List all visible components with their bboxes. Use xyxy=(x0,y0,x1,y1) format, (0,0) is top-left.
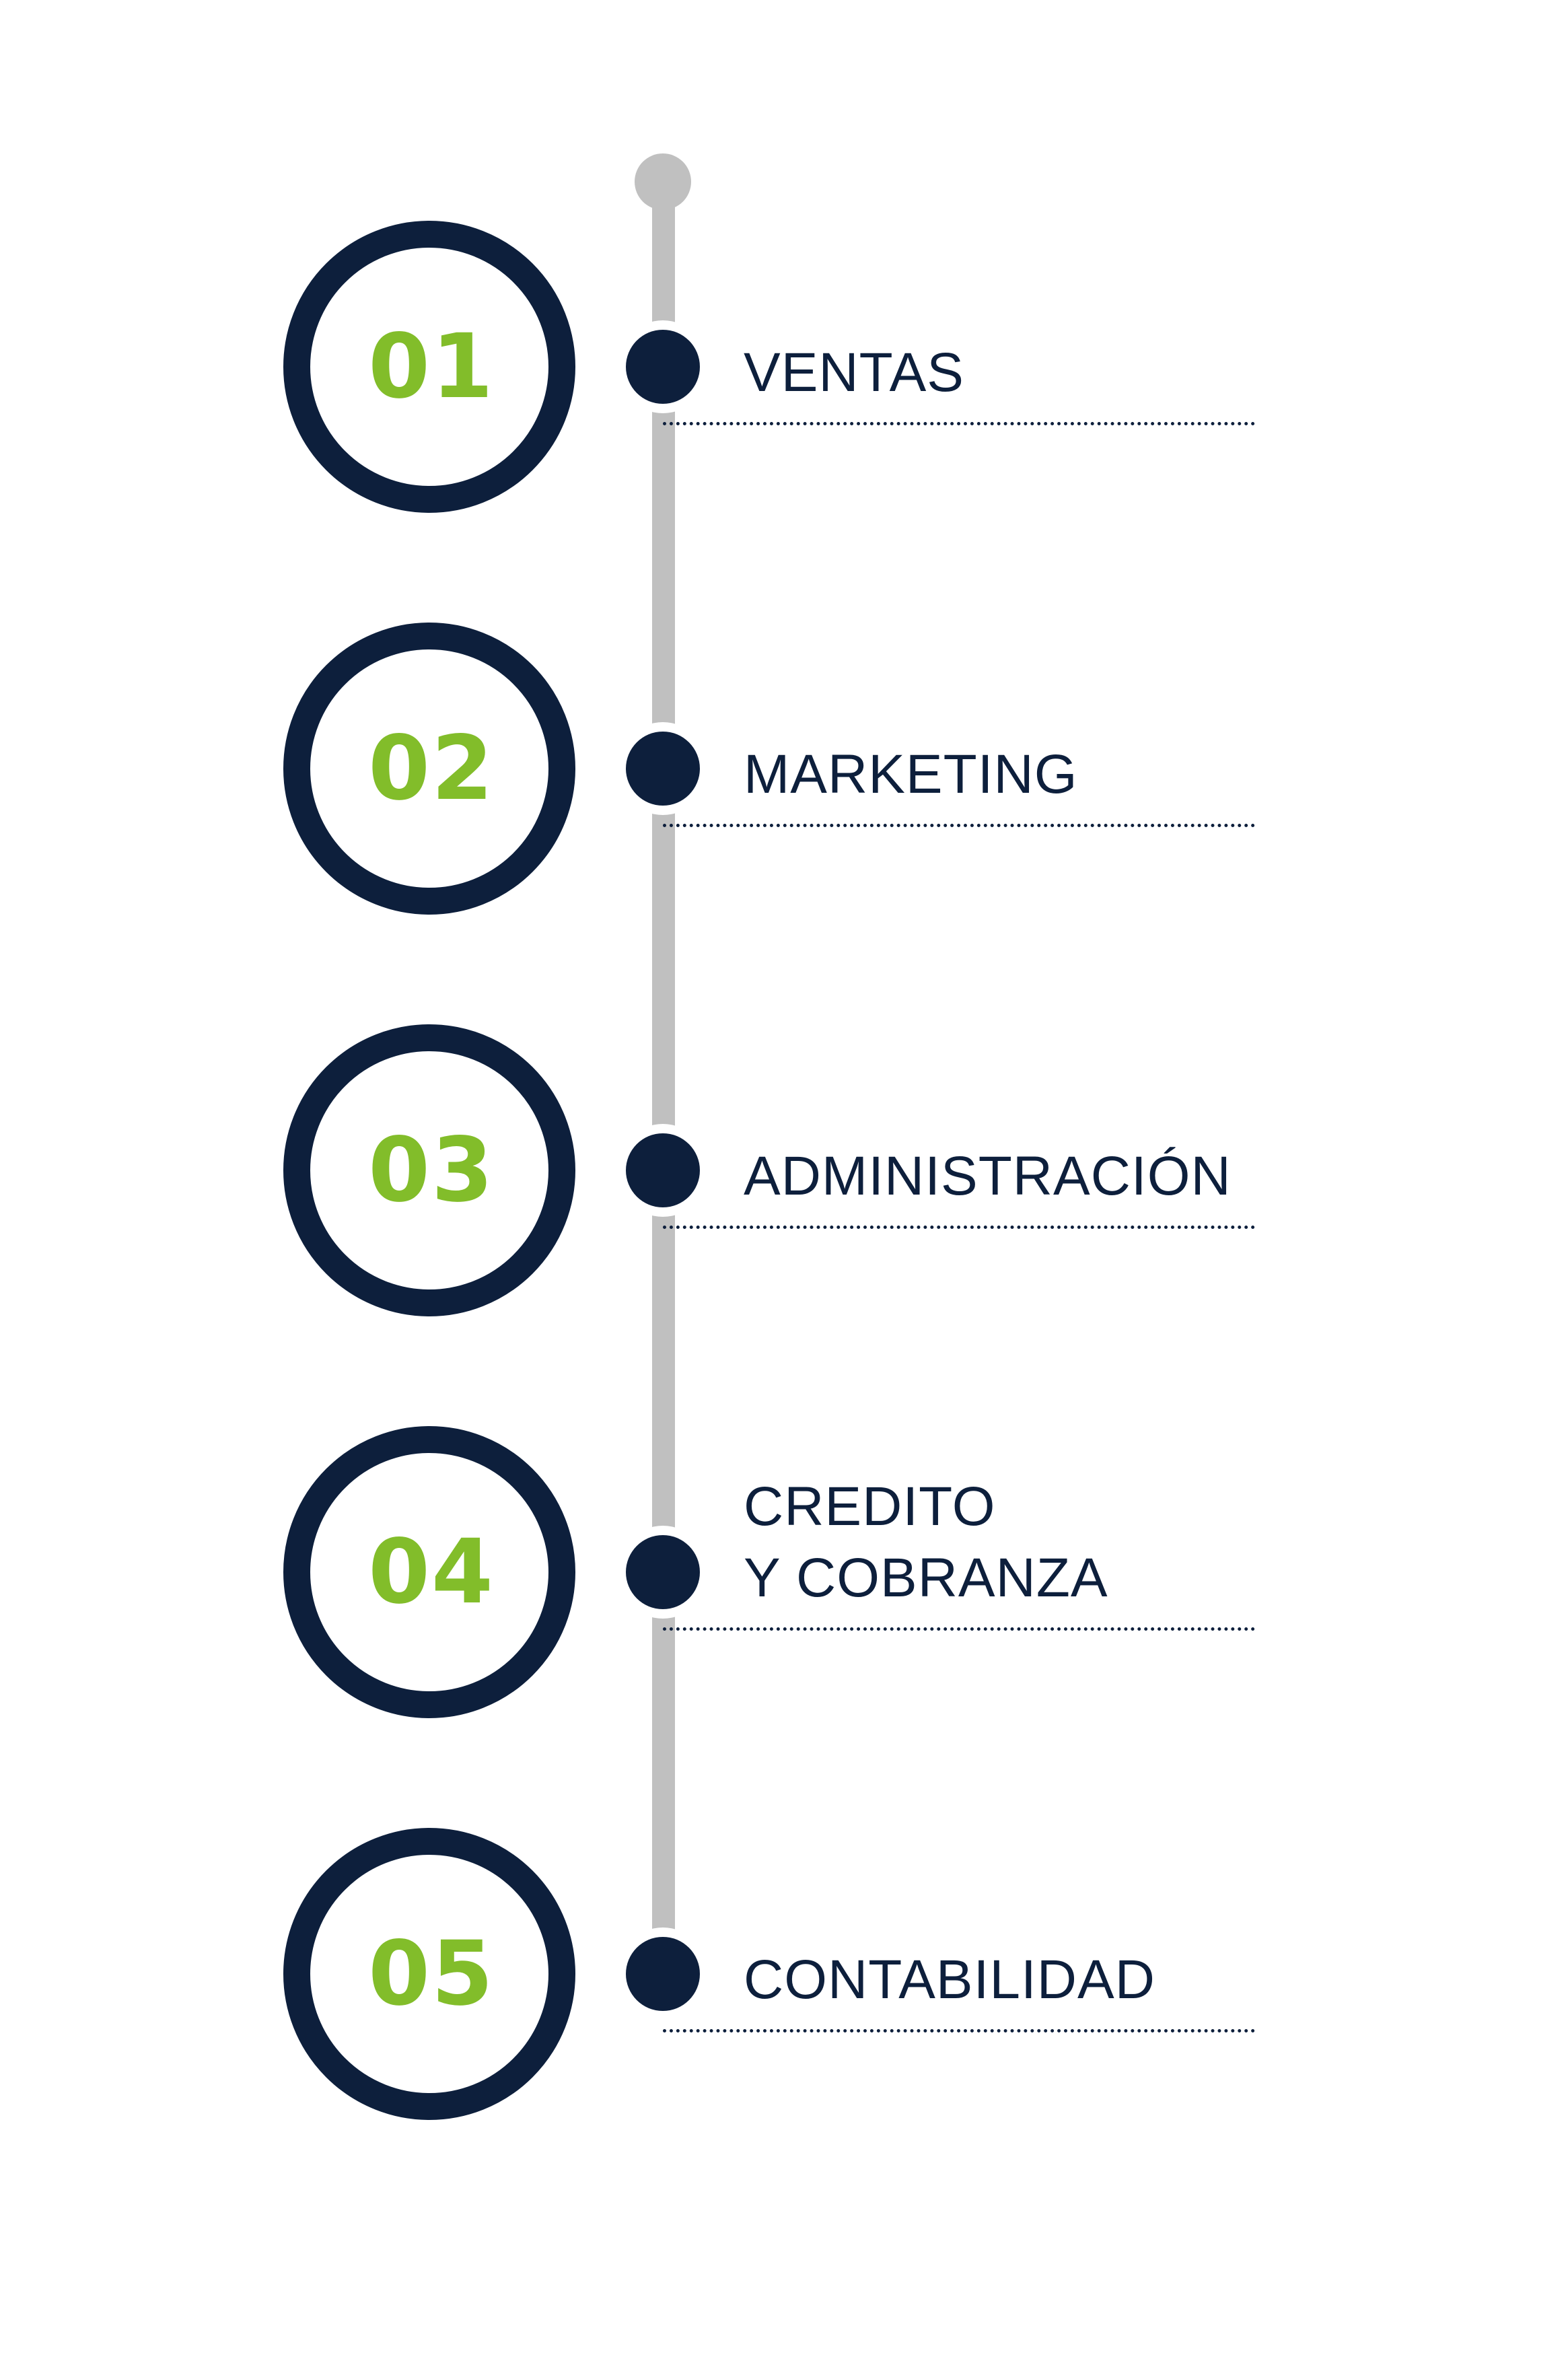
step-number: 02 xyxy=(368,717,495,820)
timeline-start-cap xyxy=(635,153,691,210)
step-label: VENTAS xyxy=(744,337,964,409)
dotted-leader-line xyxy=(663,2029,1255,2032)
step-label-line: VENTAS xyxy=(744,342,964,403)
step-number-ring: 01 xyxy=(283,221,575,513)
dotted-leader-line xyxy=(663,824,1255,827)
step-label: CONTABILIDAD xyxy=(744,1944,1155,2016)
step-label: CREDITO Y COBRANZA xyxy=(744,1471,1108,1614)
timeline-node xyxy=(626,1937,700,2011)
step-number-ring: 02 xyxy=(283,623,575,915)
step-label: MARKETING xyxy=(744,739,1077,810)
dotted-leader-line xyxy=(663,422,1255,425)
timeline-node xyxy=(626,1133,700,1207)
step-label-line: CREDITO xyxy=(744,1476,996,1537)
step-label-line: Y COBRANZA xyxy=(744,1547,1108,1608)
step-label-line: MARKETING xyxy=(744,744,1078,805)
step-number: 03 xyxy=(368,1119,495,1222)
step-number: 04 xyxy=(368,1520,495,1624)
step-label-line: CONTABILIDAD xyxy=(744,1949,1155,2010)
step-number-ring: 05 xyxy=(283,1828,575,2120)
timeline-node xyxy=(626,330,700,404)
timeline-track xyxy=(652,205,675,1974)
step-number-ring: 04 xyxy=(283,1426,575,1718)
timeline-node xyxy=(626,1535,700,1609)
step-label-line: ADMINISTRACIÓN xyxy=(744,1145,1232,1207)
timeline-node xyxy=(626,732,700,806)
dotted-leader-line xyxy=(663,1627,1255,1631)
step-label: ADMINISTRACIÓN xyxy=(744,1141,1232,1212)
step-number: 01 xyxy=(368,315,495,419)
step-number: 05 xyxy=(368,1922,495,2026)
dotted-leader-line xyxy=(663,1226,1255,1229)
step-number-ring: 03 xyxy=(283,1024,575,1316)
